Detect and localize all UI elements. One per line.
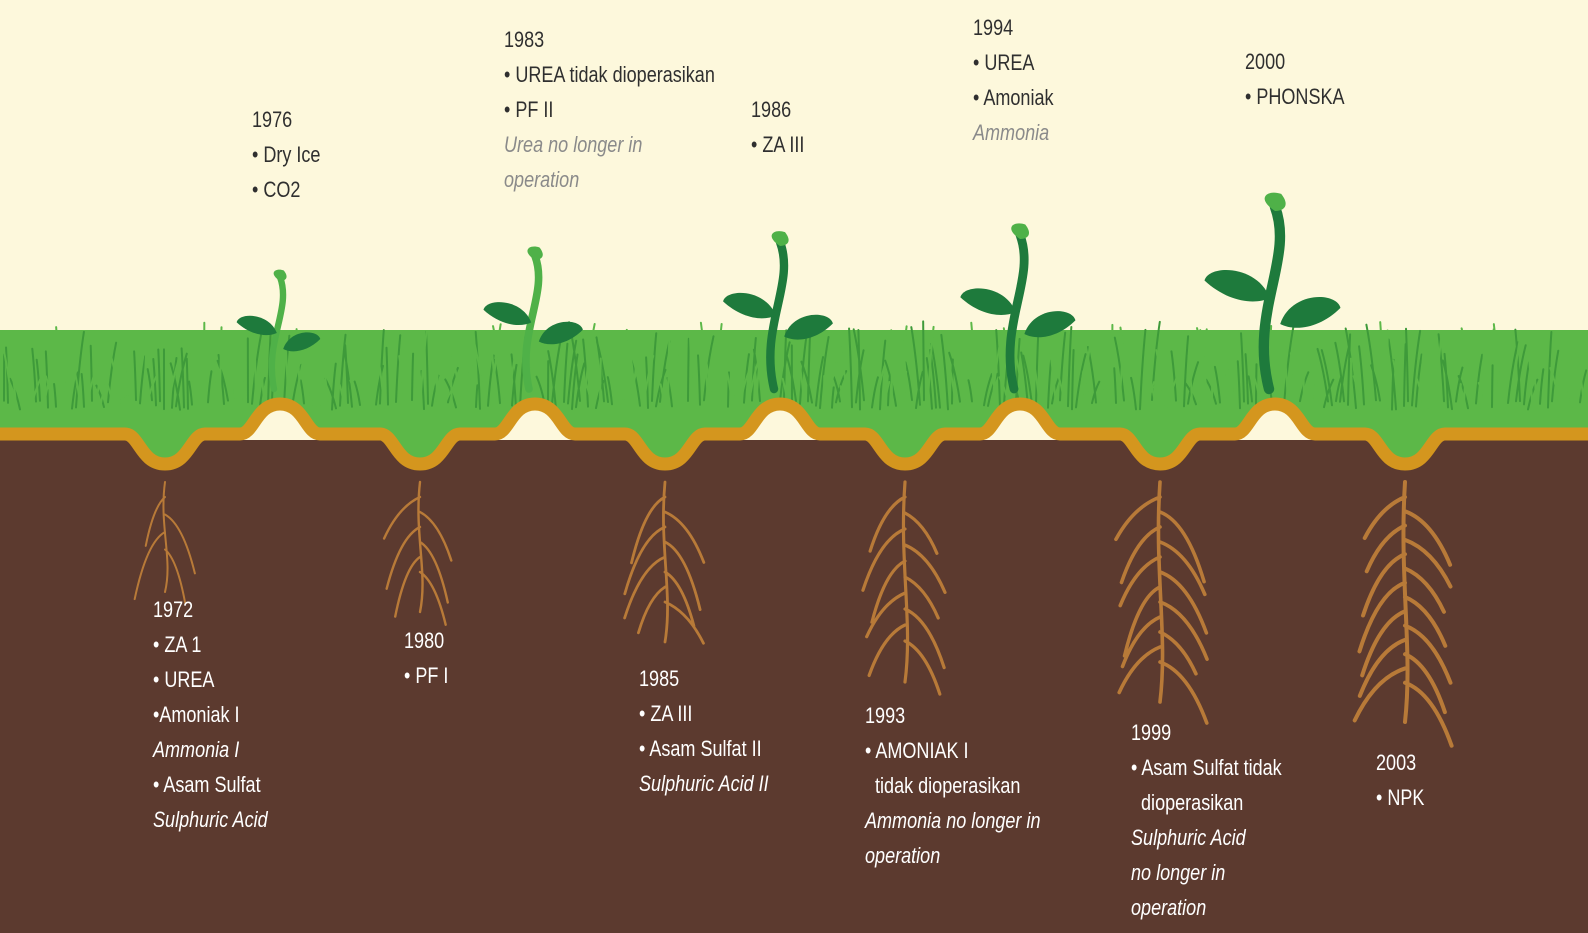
translation-sulphuric-acid: Sulphuric Acid [153,802,268,837]
item-amoniak-i-stopped: • AMONIAK I [865,733,1040,768]
year-1976: 1976 [252,102,320,137]
item-za-1: • ZA 1 [153,627,268,662]
item-za-iii: • ZA III [751,127,804,162]
translation-urea-stopped: Urea no longer in [504,127,715,162]
year-1994: 1994 [973,10,1054,45]
item-asam-sulfat: • Asam Sulfat [153,767,268,802]
item-pf-ii: • PF II [504,92,715,127]
label-1976: 1976 • Dry Ice • CO2 [252,102,320,207]
item-co2: • CO2 [252,172,320,207]
label-1986: 1986 • ZA III [751,92,804,162]
label-2003: 2003 • NPK [1376,745,1424,815]
year-1985: 1985 [639,661,769,696]
year-1986: 1986 [751,92,804,127]
translation-ammonia-i: Ammonia I [153,732,268,767]
label-1999: 1999 • Asam Sulfat tidak dioperasikan Su… [1131,715,1282,925]
label-1993: 1993 • AMONIAK I tidak dioperasikan Ammo… [865,698,1040,873]
year-1999: 1999 [1131,715,1282,750]
item-tidak-dioperasikan: tidak dioperasikan [865,768,1040,803]
year-1993: 1993 [865,698,1040,733]
translation-no-longer-in: no longer in [1131,855,1282,890]
item-dioperasikan: dioperasikan [1131,785,1282,820]
item-dry-ice: • Dry Ice [252,137,320,172]
label-1994: 1994 • UREA • Amoniak Ammonia [973,10,1054,150]
label-1983: 1983 • UREA tidak dioperasikan • PF II U… [504,22,715,197]
translation-operation: operation [865,838,1040,873]
item-amoniak: • Amoniak [973,80,1054,115]
year-2003: 2003 [1376,745,1424,780]
label-1972: 1972 • ZA 1 • UREA •Amoniak I Ammonia I … [153,592,268,837]
item-npk: • NPK [1376,780,1424,815]
translation-ammonia: Ammonia [973,115,1054,150]
label-1985: 1985 • ZA III • Asam Sulfat II Sulphuric… [639,661,769,801]
item-asam-sulfat-ii: • Asam Sulfat II [639,731,769,766]
translation-sulphuric-acid-ii: Sulphuric Acid II [639,766,769,801]
item-pf-i: • PF I [404,658,448,693]
item-phonska: • PHONSKA [1245,79,1345,114]
item-urea: • UREA [973,45,1054,80]
label-2000: 2000 • PHONSKA [1245,44,1345,114]
year-1983: 1983 [504,22,715,57]
year-2000: 2000 [1245,44,1345,79]
label-1980: 1980 • PF I [404,623,448,693]
item-urea-stopped: • UREA tidak dioperasikan [504,57,715,92]
item-asam-sulfat-stopped: • Asam Sulfat tidak [1131,750,1282,785]
translation-operation: operation [504,162,715,197]
translation-operation: operation [1131,890,1282,925]
year-1980: 1980 [404,623,448,658]
item-urea: • UREA [153,662,268,697]
year-1972: 1972 [153,592,268,627]
item-amoniak-i: •Amoniak I [153,697,268,732]
item-za-iii: • ZA III [639,696,769,731]
translation-ammonia-stopped: Ammonia no longer in [865,803,1040,838]
translation-sulphuric-acid: Sulphuric Acid [1131,820,1282,855]
